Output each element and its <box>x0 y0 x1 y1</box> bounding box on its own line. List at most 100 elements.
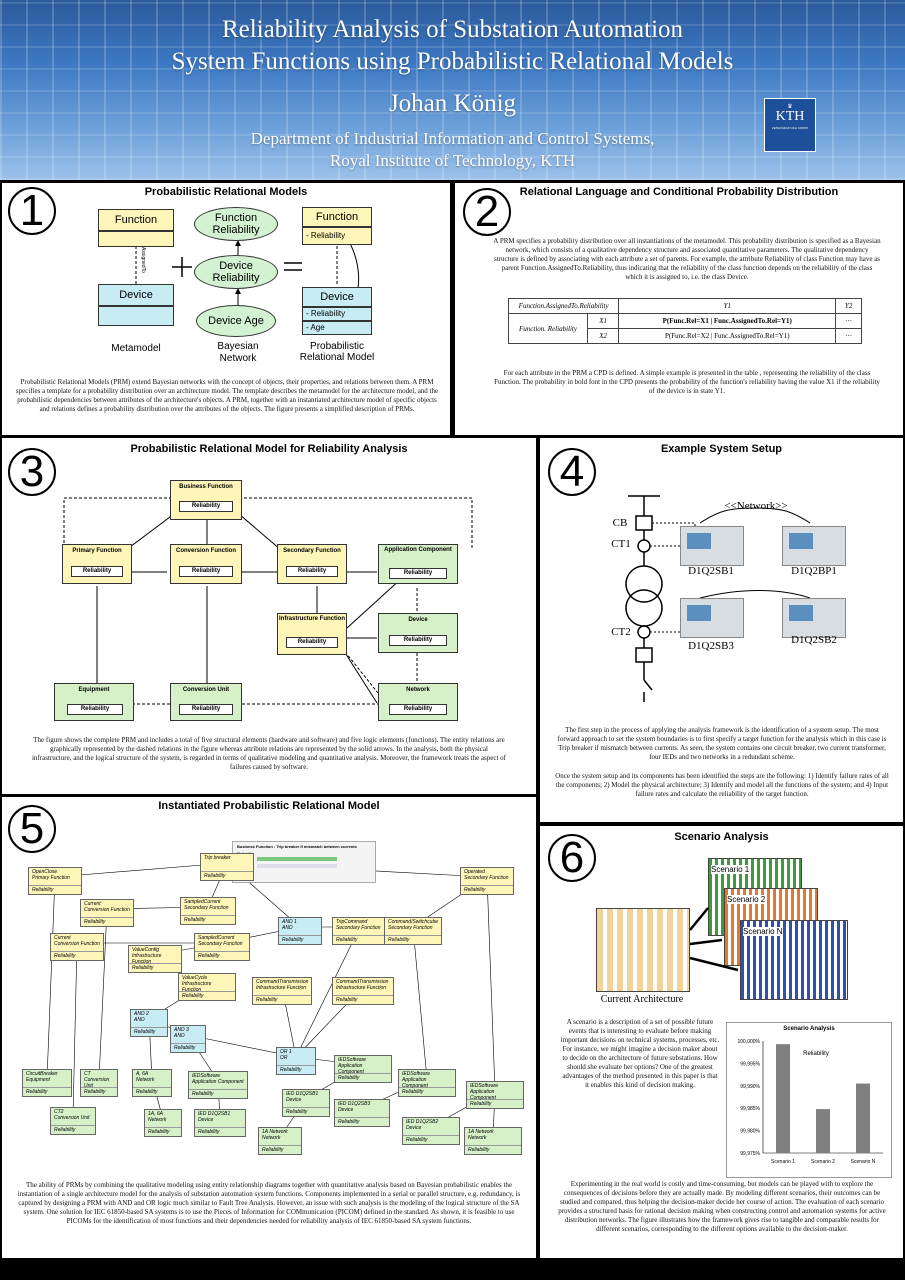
reliability-attr: Reliability <box>286 566 338 577</box>
instance-node-reliability: Reliability <box>282 937 304 943</box>
caption-bayesian: Bayesian Network <box>217 341 259 364</box>
instance-node-reliability: Reliability <box>198 1129 220 1135</box>
prm-device-age: - Age <box>302 321 372 335</box>
secondary-function-box: Secondary Function Reliability <box>277 544 347 584</box>
ct1-symbol <box>637 539 651 553</box>
poster-title-line1: Reliability Analysis of Substation Autom… <box>221 16 684 43</box>
panel-number: 4 <box>548 448 596 496</box>
panel-1: 1 Probabilistic Relational Models Functi… <box>2 183 450 435</box>
scenario-chart: Scenario Analysis 99,975%99,980%99,985%9… <box>726 1022 892 1178</box>
instance-node-header: Current Conversion Function <box>51 934 103 952</box>
ied1-label: D1Q2SB1 <box>688 565 734 577</box>
cpd-cell-x1-y1: P(Func.Rel=X1 | Func.AssignedTo.Rel=Y1) <box>618 313 837 329</box>
panel-5: 5 Instantiated Probabilistic Relational … <box>2 797 536 1258</box>
bar <box>856 1083 870 1153</box>
y-tick-label: 99,980% <box>740 1129 760 1135</box>
instance-node-reliability: Reliability <box>182 993 204 999</box>
instance-node-header: ValueCycle Infrastructure Function <box>179 974 235 993</box>
prm-function-box: Function <box>302 207 372 227</box>
bar <box>816 1109 830 1153</box>
assigned-to-label: AssignedTo <box>140 247 146 273</box>
device-age-node: Device Age <box>196 305 276 337</box>
x-tick-label: Scenario 2 <box>811 1159 835 1165</box>
instance-node-reliability: Reliability <box>406 1137 428 1143</box>
instance-node-reliability: Reliability <box>286 1109 308 1115</box>
ied-screen <box>687 533 711 549</box>
ied2-label: D1Q2BP1 <box>791 565 837 577</box>
ied4-label: D1Q2SB2 <box>791 634 837 646</box>
instance-node-reliability: Reliability <box>132 965 154 971</box>
instance-node-header: CommandTransmission Infrastructure Funct… <box>333 978 393 996</box>
cb-label: CB <box>612 517 628 529</box>
cpd-x2: X2 <box>586 328 620 344</box>
bn-arrowhead-1 <box>235 240 241 246</box>
instance-node-reliability: Reliability <box>336 937 358 943</box>
panel-number: 2 <box>463 188 511 236</box>
instance-node-reliability: Reliability <box>192 1091 214 1097</box>
cpd-x1: X1 <box>586 313 620 329</box>
meta-function-body <box>98 231 174 247</box>
panel-1-text: Probabilistic Relational Models (PRM) ex… <box>15 378 439 413</box>
instance-node-header: Current Conversion Function <box>81 900 133 918</box>
scenario-n-label: Scenario N <box>743 927 783 936</box>
instance-node[interactable]: CommandTransmission Infrastructure Funct… <box>332 977 394 1005</box>
reliability-attr: Reliability <box>286 637 338 648</box>
infrastructure-function-box: Infrastructure Function Reliability <box>277 613 347 655</box>
panel-title: Scenario Analysis <box>674 831 769 843</box>
panel-2-text-2: For each attribute in the PRM a CPD is d… <box>494 369 880 395</box>
reliability-attr: Reliability <box>179 501 233 512</box>
cb-symbol <box>635 515 653 531</box>
disconnector <box>643 679 653 691</box>
prm-device-reliability: - Reliability <box>302 307 372 321</box>
panel-title: Probabilistic Relational Model for Relia… <box>130 443 408 455</box>
chart-title: Scenario Analysis <box>783 1026 835 1032</box>
instance-node-header: Command/Switchcube Secondary Function <box>385 918 441 936</box>
kth-logo: ♛ KTH VETENSKAP OCH KONST <box>764 98 816 152</box>
primary-function-box: Primary Function Reliability <box>62 544 132 584</box>
popup-true: T : 94% <box>233 856 375 863</box>
ied-screen <box>687 605 711 621</box>
reliability-attr: Reliability <box>389 704 447 715</box>
panel-number: 5 <box>8 805 56 853</box>
current-architecture-thumb <box>596 908 690 992</box>
arrow-to-scenario-2 <box>689 938 723 946</box>
instance-node-header: Trip breaker <box>201 854 253 872</box>
popup-title: Business Function : Trip breaker if mism… <box>237 844 357 849</box>
panel-title: Example System Setup <box>660 443 783 455</box>
instance-node-reliability: Reliability <box>204 873 226 879</box>
bar <box>776 1044 790 1153</box>
instance-node[interactable]: CommandTransmission Infrastructure Funct… <box>252 977 312 1005</box>
y-tick-label: 99,990% <box>740 1084 760 1090</box>
dashed-link-2 <box>242 497 473 548</box>
